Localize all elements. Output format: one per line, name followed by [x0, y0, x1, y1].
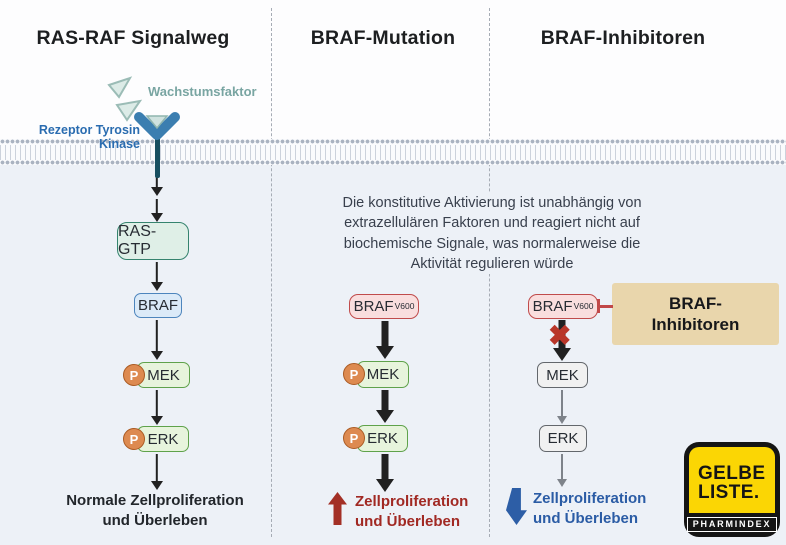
braf-node: BRAF	[134, 293, 182, 318]
erk-node-inactive: ERK	[539, 425, 587, 452]
logo-yellow-panel: GELBE LISTE.	[689, 447, 775, 513]
outcome-increased: Zellproliferation und Überleben	[355, 493, 469, 531]
braf-label: BRAF	[137, 297, 178, 314]
mek-label: MEK	[546, 366, 579, 384]
mek-node: MEK	[357, 361, 409, 388]
mutation-description: Die konstitutive Aktivierung ist unabhän…	[330, 193, 654, 275]
ras-gtp-node: RAS-GTP	[117, 222, 189, 260]
header-braf-mutation: BRAF-Mutation	[310, 27, 456, 49]
logo-line2: LISTE.	[698, 482, 760, 504]
receptor-stem	[154, 128, 160, 178]
cell-membrane	[0, 139, 786, 165]
arrow-mek-to-erk-thick	[374, 390, 396, 423]
arrow-braf-to-mek	[150, 320, 164, 360]
blocked-x-icon: ✖	[548, 320, 572, 351]
arrow-erk-to-outcome-thick	[374, 454, 396, 492]
ras-gtp-label: RAS-GTP	[118, 223, 157, 258]
header-ras-raf-signalweg: RAS-RAF Signalweg	[36, 27, 230, 49]
erk-node: ERK	[137, 426, 189, 452]
braf-label: BRAF	[353, 298, 394, 315]
receptor-label: Rezeptor Tyrosin Kinase	[38, 123, 140, 151]
gelbe-liste-logo: GELBE LISTE. PHARMINDEX	[684, 442, 780, 537]
mek-label: MEK	[147, 366, 180, 384]
braf-variant-superscript: V600	[394, 300, 415, 311]
phosphate-label: P	[349, 366, 359, 382]
inhibition-tbar-icon	[597, 299, 600, 313]
phosphate-label: P	[129, 431, 139, 447]
erk-node: ERK	[357, 425, 408, 452]
mek-label: MEK	[366, 366, 400, 383]
erk-label: ERK	[367, 430, 398, 447]
braf-variant-superscript: V600	[573, 300, 594, 311]
logo-band: PHARMINDEX	[686, 513, 778, 535]
arrow-erk-to-outcome	[150, 454, 164, 490]
logo-line1: GELBE	[698, 463, 766, 484]
mek-node-inactive: MEK	[537, 362, 588, 388]
erk-label: ERK	[547, 430, 579, 447]
arrow-mek-to-erk-weak	[555, 390, 569, 424]
phosphate-badge: P	[343, 427, 365, 449]
arrow-erk-to-outcome-weak	[555, 454, 569, 487]
growth-factor-label: Wachstumsfaktor	[148, 84, 257, 99]
phosphate-badge: P	[343, 363, 365, 385]
header-braf-inhibitoren: BRAF-Inhibitoren	[540, 27, 706, 49]
phosphate-badge: P	[123, 428, 145, 450]
outcome-normal: Normale Zellproliferation und Überleben	[66, 492, 244, 530]
arrow-ras-to-braf	[150, 262, 164, 291]
growth-factor-icon	[107, 76, 143, 122]
braf-label: BRAF	[532, 298, 573, 315]
arrow-mek-to-erk	[150, 390, 164, 425]
mek-node: MEK	[137, 362, 190, 388]
erk-label: ERK	[147, 430, 179, 448]
column-divider-1	[271, 8, 272, 537]
phosphate-label: P	[129, 367, 139, 383]
arrow-receptor-to-ras-2	[150, 199, 164, 222]
phosphate-label: P	[349, 430, 359, 446]
arrow-braf-to-mek-thick	[374, 321, 396, 359]
braf-inhibitor-box: BRAF-Inhibitoren	[612, 283, 779, 345]
outcome-decreased: Zellproliferation und Überleben	[533, 490, 647, 528]
receptor-tyrosine-kinase-icon	[134, 112, 180, 140]
logo-subtitle: PHARMINDEX	[686, 516, 778, 532]
phosphate-badge: P	[123, 364, 145, 386]
inhibition-line	[599, 304, 613, 308]
